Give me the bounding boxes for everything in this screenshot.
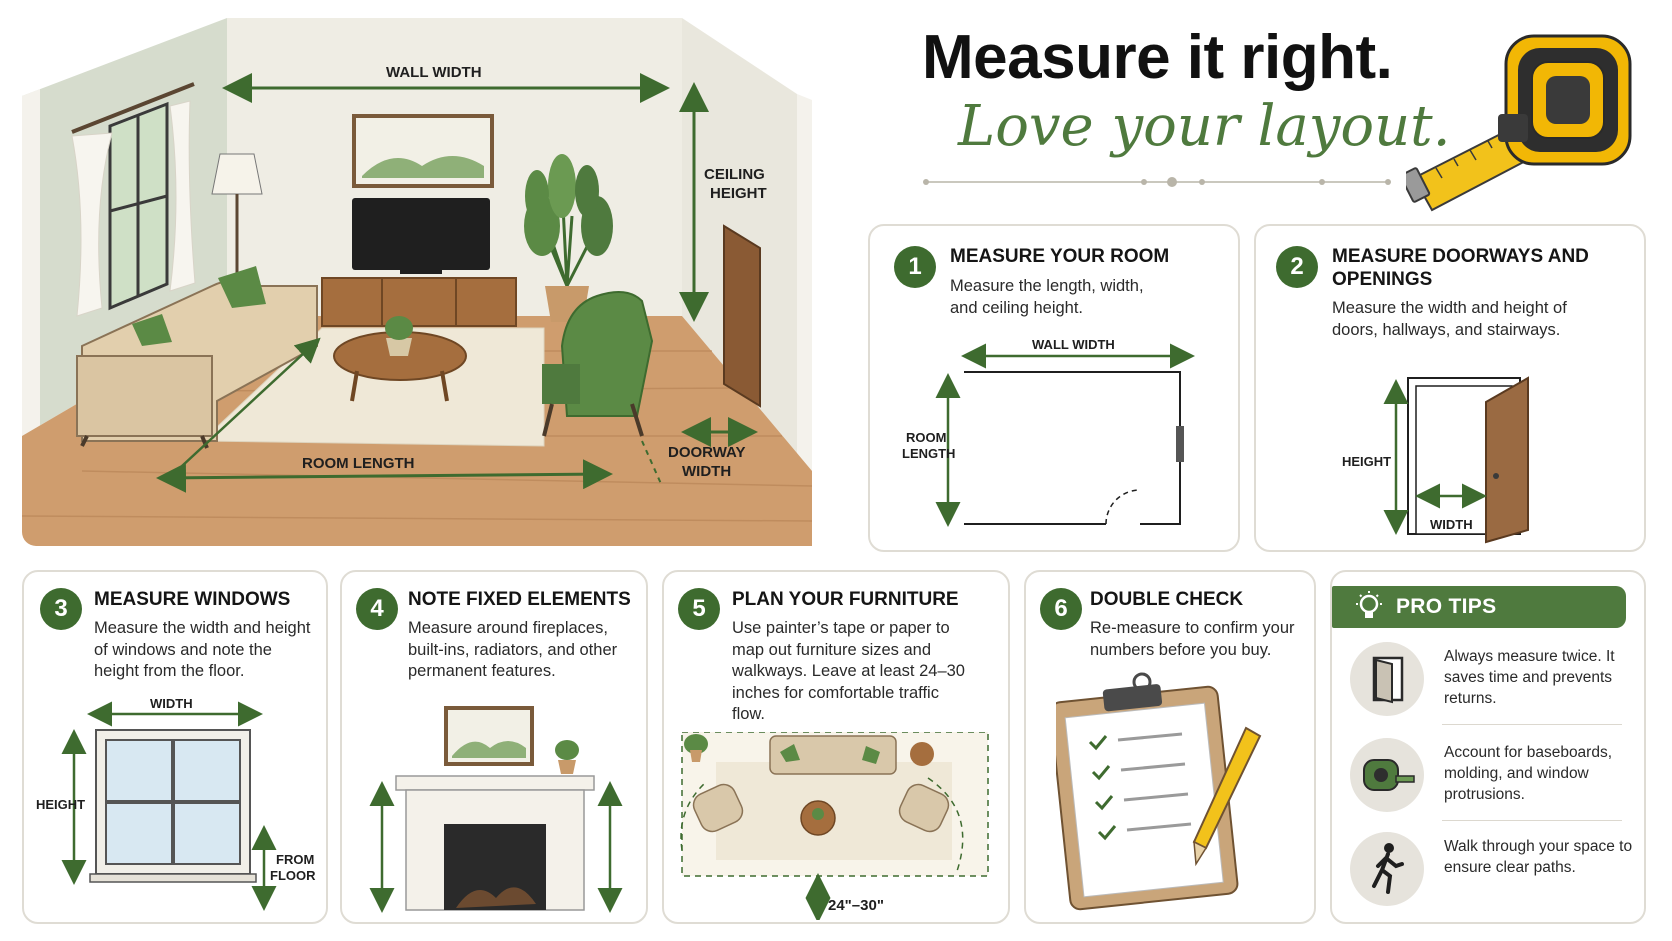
doorway-diagram: HEIGHT WIDTH — [1342, 376, 1529, 544]
step-number-1: 1 — [894, 246, 936, 288]
pro-tips-title: PRO TIPS — [1396, 595, 1497, 618]
window-height-label: HEIGHT — [36, 797, 85, 812]
room-length-label: ROOM LENGTH — [302, 455, 415, 472]
room-illustration: WALL WIDTH CEILING HEIGHT ROOM LENGTH DO… — [22, 16, 848, 546]
floorplan-room-length-label-line2: LENGTH — [902, 446, 955, 461]
fireplace-diagram — [369, 706, 623, 913]
doorway-width-label-line1: DOORWAY — [668, 444, 746, 461]
window-floor-label-line2: FLOOR — [270, 868, 316, 883]
step-card-3: 3 MEASURE WINDOWS Measure the width and … — [22, 570, 328, 924]
pro-tip-text-1: Always measure twice. It saves time and … — [1444, 648, 1615, 707]
clearance-label: 24"–30" — [828, 897, 884, 914]
pro-tip-text-3: Walk through your space to ensure clear … — [1444, 838, 1633, 876]
tape-measure-icon — [1406, 34, 1632, 212]
pro-tip-item: Always measure twice. It saves time and … — [1350, 642, 1630, 722]
clipboard-checklist-icon — [1056, 672, 1262, 911]
door-height-label: HEIGHT — [1342, 454, 1391, 469]
step-title-2: MEASURE DOORWAYS AND OPENINGS — [1332, 246, 1589, 290]
window-diagram: WIDTH HEIGHT FROM FLOOR — [36, 696, 316, 911]
pro-tips-header: PRO TIPS — [1332, 586, 1626, 628]
furniture-plan-diagram: 24"–30" — [680, 732, 989, 920]
step-title-4: NOTE FIXED ELEMENTS — [408, 589, 631, 610]
step-number-4: 4 — [356, 588, 398, 630]
window-floor-label-line1: FROM — [276, 852, 314, 867]
ceiling-height-label-line2: HEIGHT — [710, 185, 767, 202]
step-number-5: 5 — [678, 588, 720, 630]
tip-divider — [1442, 820, 1622, 821]
step-body-2: Measure the width and height of doors, h… — [1332, 299, 1567, 339]
ceiling-height-label-line1: CEILING — [704, 166, 765, 183]
window-width-label: WIDTH — [150, 696, 193, 711]
floorplan-room-length-label-line1: ROOM — [906, 430, 946, 445]
step-body-5: Use painter’s tape or paper to map out f… — [732, 619, 965, 723]
page-subtitle: Love your layout. — [958, 94, 1451, 159]
step-card-5: 5 PLAN YOUR FURNITURE Use painter’s tape… — [662, 570, 1010, 924]
step-title-1: MEASURE YOUR ROOM — [950, 246, 1170, 267]
step-body-1: Measure the length, width, and ceiling h… — [950, 277, 1144, 317]
step-card-2: 2 MEASURE DOORWAYS AND OPENINGS Measure … — [1254, 224, 1646, 552]
step-card-1: 1 MEASURE YOUR ROOM Measure the length, … — [868, 224, 1240, 552]
step-title-5: PLAN YOUR FURNITURE — [732, 589, 959, 610]
wall-width-label: WALL WIDTH — [386, 64, 482, 81]
walking-person-icon — [1350, 832, 1424, 906]
step-number-2: 2 — [1276, 246, 1318, 288]
door-width-label: WIDTH — [1430, 517, 1473, 532]
tape-measure-icon — [1350, 738, 1424, 812]
pro-tip-item: Account for baseboards, molding, and win… — [1350, 738, 1630, 818]
step-title-3: MEASURE WINDOWS — [94, 589, 291, 610]
step-number-6: 6 — [1040, 588, 1082, 630]
page-title: Measure it right. — [922, 23, 1393, 92]
step-body-3: Measure the width and height of windows … — [94, 619, 311, 680]
tip-divider — [1442, 724, 1622, 725]
step-card-6: 6 DOUBLE CHECK Re-measure to confirm you… — [1024, 570, 1316, 924]
step-title-6: DOUBLE CHECK — [1090, 589, 1244, 610]
doorway-width-label-line2: WIDTH — [682, 463, 731, 480]
room-floorplan-diagram: WALL WIDTH ROOM LENGTH — [902, 337, 1195, 527]
door-icon — [1350, 642, 1424, 716]
pro-tip-text-2: Account for baseboards, molding, and win… — [1444, 744, 1613, 803]
pro-tip-item: Walk through your space to ensure clear … — [1350, 832, 1632, 912]
step-body-6: Re-measure to confirm your numbers befor… — [1090, 619, 1295, 659]
step-card-4: 4 NOTE FIXED ELEMENTS Measure around fir… — [340, 570, 648, 924]
floorplan-wall-width-label: WALL WIDTH — [1032, 337, 1115, 352]
pro-tips-panel: PRO TIPS Always measure twice. It saves … — [1330, 570, 1646, 924]
step-number-3: 3 — [40, 588, 82, 630]
title-divider — [923, 177, 1391, 187]
step-body-4: Measure around fireplaces, built-ins, ra… — [408, 619, 618, 680]
lightbulb-icon — [1356, 591, 1382, 618]
